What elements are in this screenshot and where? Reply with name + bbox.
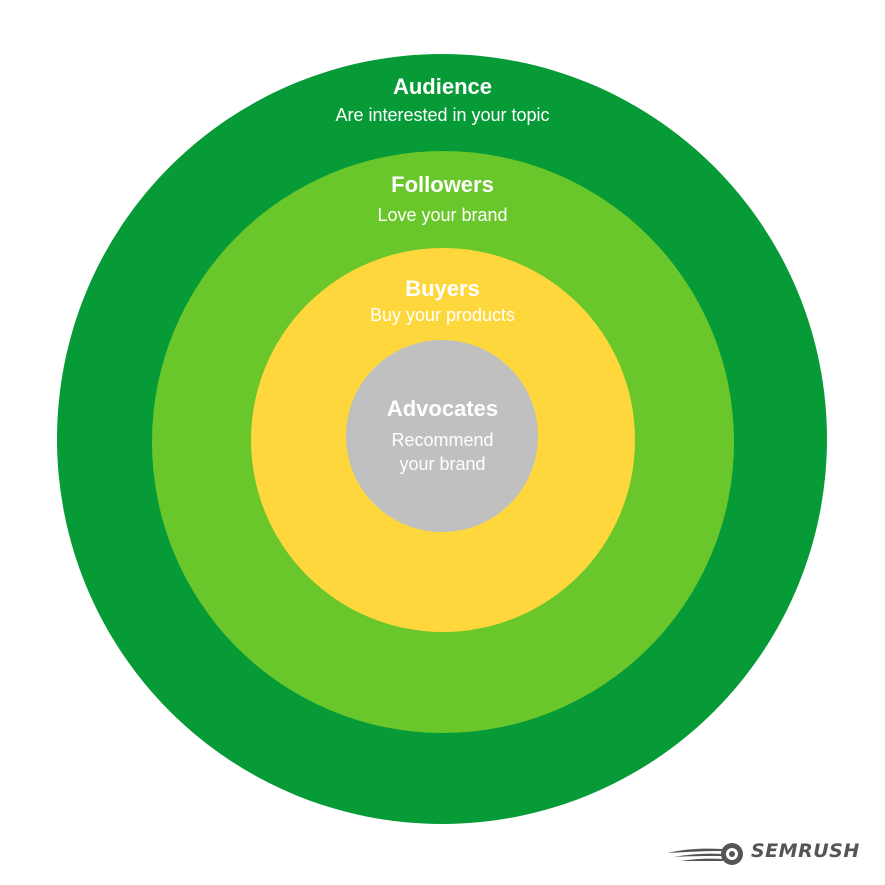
advocates-subtitle-line1: Recommend xyxy=(391,430,494,450)
advocates-circle xyxy=(346,340,538,532)
followers-title: Followers xyxy=(391,172,494,197)
semrush-logo: SEMRUSH xyxy=(666,838,871,868)
semrush-fireball-icon xyxy=(668,843,743,865)
advocates-subtitle-line2: your brand xyxy=(399,454,486,474)
advocates-title: Advocates xyxy=(386,396,499,421)
buyers-subtitle: Buy your products xyxy=(369,305,516,325)
semrush-wordmark: SEMRUSH xyxy=(751,840,860,862)
audience-subtitle: Are interested in your topic xyxy=(335,105,550,125)
advocates-subtitle: Recommend your brand xyxy=(0,428,885,476)
followers-subtitle: Love your brand xyxy=(377,205,508,225)
audience-title: Audience xyxy=(392,74,493,99)
buyers-title: Buyers xyxy=(405,276,480,301)
